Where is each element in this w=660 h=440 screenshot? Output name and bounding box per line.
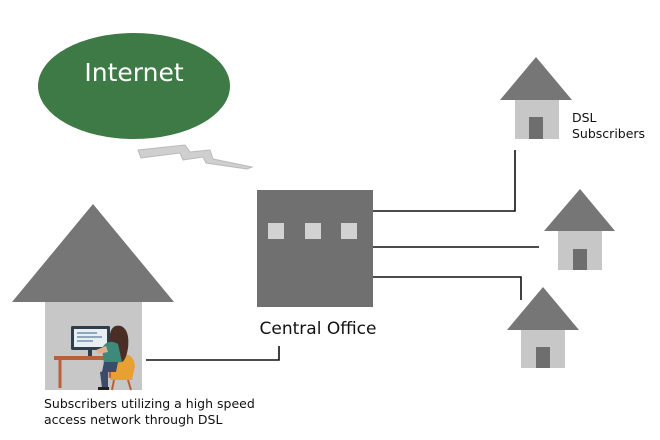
person-at-computer-icon xyxy=(54,325,135,391)
house-door xyxy=(536,347,550,368)
central-office-port xyxy=(268,223,284,239)
house-roof xyxy=(12,204,174,302)
local-subscriber-house xyxy=(12,204,174,391)
dsl-subscriber-house xyxy=(500,57,572,139)
connection-line xyxy=(146,346,280,361)
dsl-subscriber-house xyxy=(544,189,615,270)
house-door xyxy=(529,117,543,139)
local-subscriber-label: Subscribers utilizing a high speed acces… xyxy=(44,396,255,428)
house-roof xyxy=(507,287,579,330)
local-subscriber-label-line1: Subscribers utilizing a high speed xyxy=(44,396,255,411)
internet-label: Internet xyxy=(84,58,184,87)
dsl-subscriber-house xyxy=(507,287,579,368)
internet-ellipse xyxy=(38,33,230,139)
house-roof xyxy=(500,57,572,100)
central-office-building xyxy=(257,190,373,307)
dsl-subscribers-label-line1: DSL xyxy=(572,110,597,125)
house-roof xyxy=(544,189,615,231)
house-door xyxy=(573,249,587,270)
central-office-port xyxy=(305,223,321,239)
local-subscriber-label-line2: access network through DSL xyxy=(44,412,223,427)
central-office-label: Central Office xyxy=(259,319,377,339)
connection-line xyxy=(373,150,516,212)
central-office-port xyxy=(341,223,357,239)
dsl-subscribers-label: DSL Subscribers xyxy=(572,110,645,142)
connection-line xyxy=(373,276,522,300)
dsl-subscribers-label-line2: Subscribers xyxy=(572,126,646,141)
signal-bolt-icon xyxy=(137,144,254,170)
